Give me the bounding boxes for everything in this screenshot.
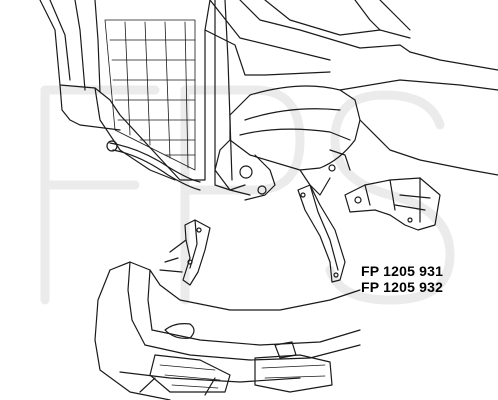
center-bracket: [159, 219, 211, 286]
radiator-core: [104, 19, 196, 171]
coolant-hose: [106, 140, 201, 191]
front-bumper-cover: [94, 261, 361, 400]
bumper-guide-bracket-left: [297, 184, 346, 283]
part-number-right: FP 1205 932: [361, 279, 444, 295]
bumper-guide-bracket-right: [344, 177, 441, 231]
radiator-support: [39, 0, 411, 191]
part-number-left: FP 1205 931: [361, 263, 444, 279]
watermark-logo: [40, 85, 455, 305]
part-number-labels: FP 1205 931 FP 1205 932: [361, 263, 443, 295]
fender: [339, 51, 498, 176]
